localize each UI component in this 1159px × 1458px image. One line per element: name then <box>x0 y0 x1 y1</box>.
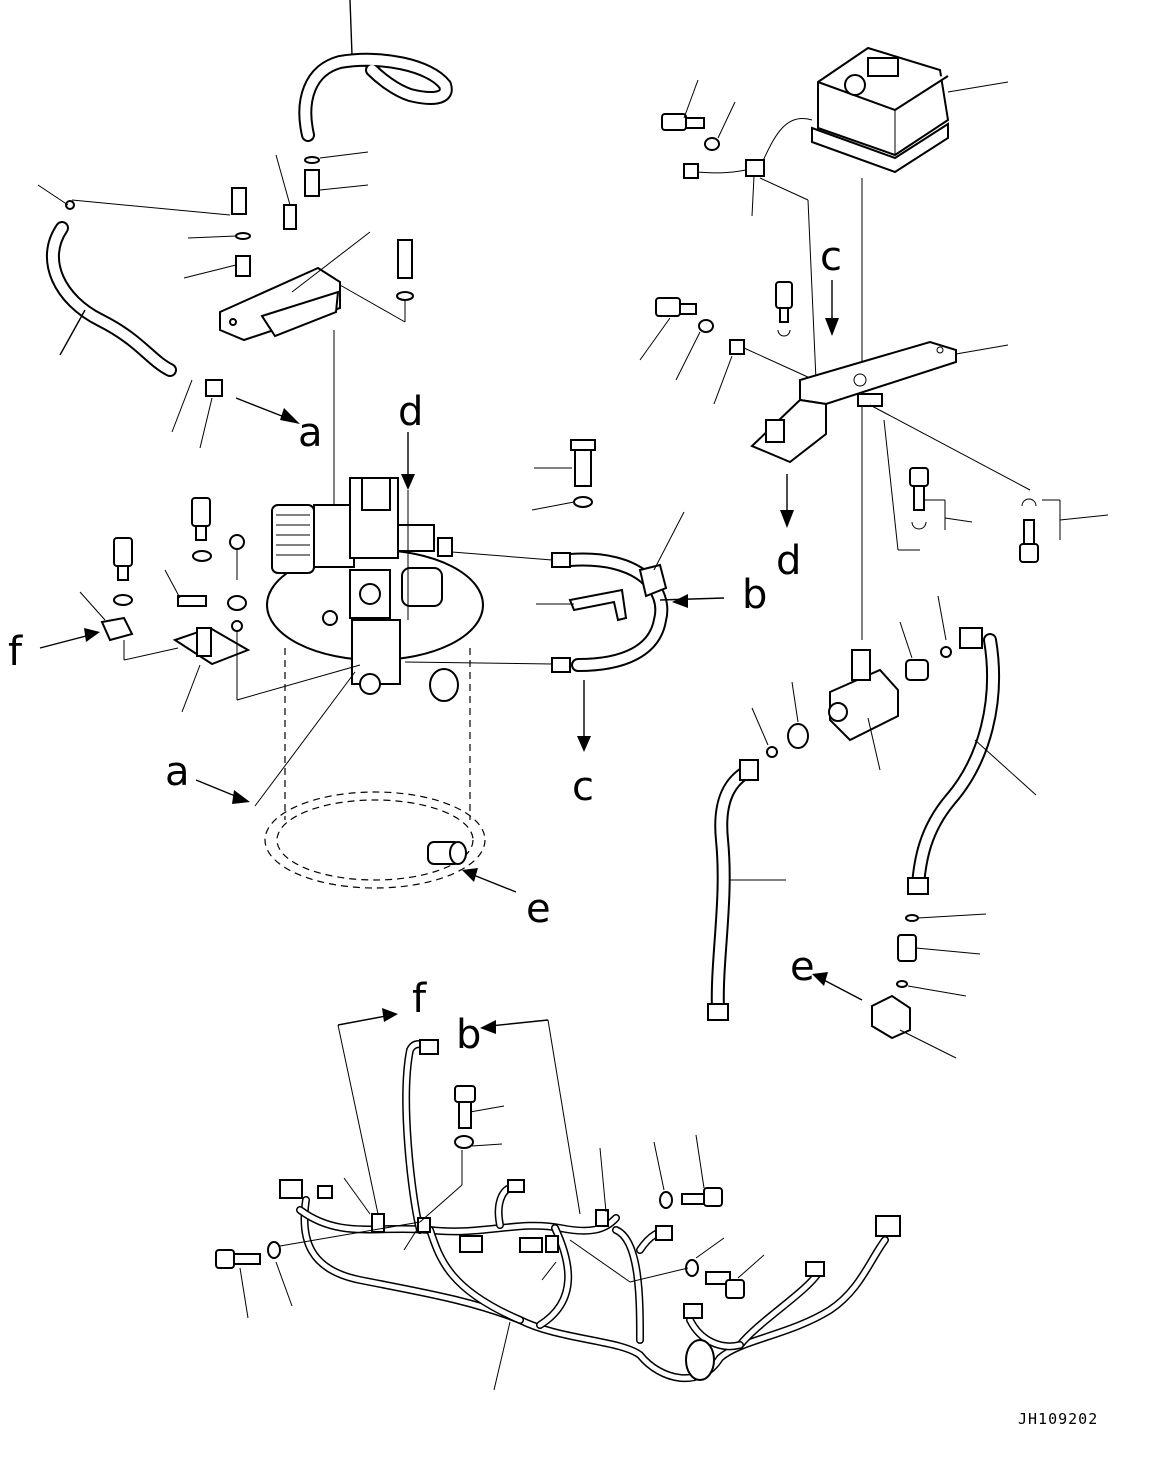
label-d-top: d <box>398 389 423 435</box>
valve-block <box>751 595 952 771</box>
callout-c-top: c <box>820 234 842 336</box>
label-b-right: b <box>742 572 767 618</box>
callout-f-left: f <box>8 628 100 675</box>
label-c-top: c <box>820 234 842 280</box>
label-e-right: e <box>790 944 815 990</box>
callout-c-bottom: c <box>572 680 594 810</box>
callout-e-right: e <box>790 944 863 1001</box>
callout-d-bottom: d <box>776 474 801 584</box>
right-hoses <box>707 627 1037 1021</box>
callout-b-bottom: b <box>456 1012 581 1215</box>
manifold-block <box>219 231 414 342</box>
callout-a-left: a <box>165 671 356 807</box>
bolts-bottom <box>215 1085 765 1391</box>
label-a-top: a <box>298 410 323 456</box>
fittings-e <box>871 913 987 1059</box>
label-f-left: f <box>8 629 23 675</box>
left-hose-assembly <box>37 184 231 377</box>
label-e-tank: e <box>526 886 551 932</box>
left-bracket-parts <box>79 497 361 713</box>
bolts-top-right <box>639 79 811 405</box>
label-f-bottom: f <box>412 976 427 1022</box>
wiring-harness <box>279 1039 901 1383</box>
callout-d-top: d <box>398 389 423 620</box>
callout-b-right: b <box>659 572 767 618</box>
fittings-top-left <box>171 151 369 449</box>
drawing-code: JH109202 <box>1018 1410 1098 1428</box>
top-hose-assembly <box>298 0 453 142</box>
callout-e-tank: e <box>462 868 551 932</box>
bolts-right <box>909 467 1109 563</box>
mounting-bracket <box>750 340 1031 551</box>
return-hose-loop <box>404 439 685 673</box>
label-b-bottom: b <box>456 1012 481 1058</box>
label-a-left: a <box>165 749 190 795</box>
label-c-bottom: c <box>572 764 594 810</box>
pump-motor-assembly <box>271 330 459 702</box>
callout-f-bottom: f <box>337 976 427 1215</box>
label-d-bottom: d <box>776 538 801 584</box>
callout-a-top: a <box>235 397 323 456</box>
actuator-unit <box>683 46 1009 640</box>
